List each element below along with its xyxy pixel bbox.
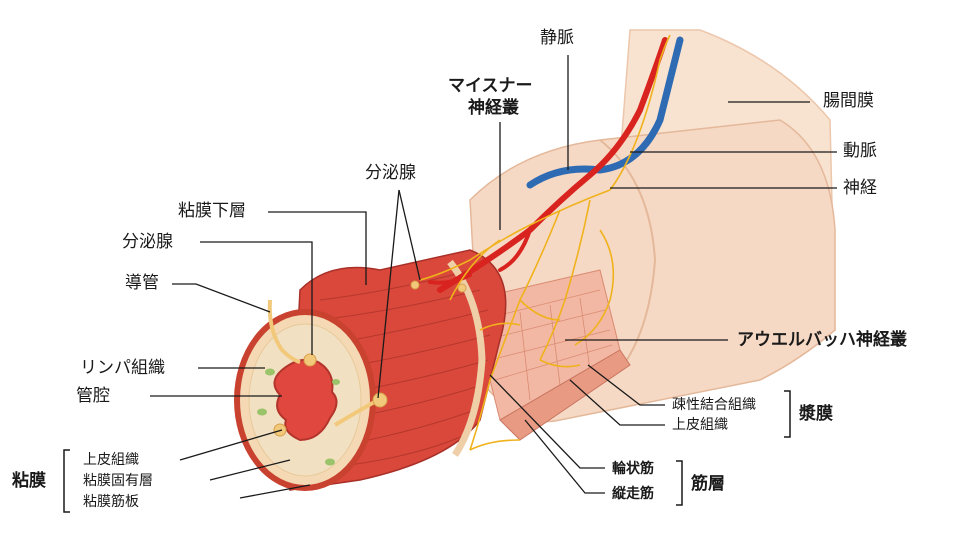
artery-vessel bbox=[437, 37, 668, 293]
duct-shape bbox=[267, 299, 301, 364]
submucosa-label: 粘膜下層 bbox=[178, 201, 246, 221]
artery-label: 動脈 bbox=[843, 141, 877, 161]
circular-muscle-label: 輪状筋 bbox=[612, 461, 654, 477]
auerbach-plexus-label: アウエルバッハ神経叢 bbox=[737, 330, 907, 350]
serosa-label: 漿膜 bbox=[799, 404, 833, 424]
longitudinal-muscle-label: 縦走筋 bbox=[612, 486, 654, 502]
serosa-epithelium-label: 上皮組織 bbox=[672, 417, 728, 433]
leader-lines bbox=[150, 55, 837, 499]
artery-branch bbox=[428, 273, 472, 285]
meissner-plexus-label-1: マイスナー bbox=[448, 76, 533, 96]
artery-branch bbox=[498, 228, 532, 272]
brackets bbox=[63, 390, 791, 513]
nerve-network bbox=[419, 34, 671, 451]
meissner-plexus-label-2: 神経叢 bbox=[468, 98, 519, 118]
duct-label: 導管 bbox=[125, 273, 159, 293]
loose-connective-tissue-label: 疎性結合組織 bbox=[672, 397, 756, 413]
lymph-nodule bbox=[265, 368, 275, 376]
lymph-nodule bbox=[332, 379, 340, 385]
mesentery-label: 腸間膜 bbox=[823, 91, 874, 111]
nerve-label: 神経 bbox=[843, 178, 877, 198]
mucosa-epithelium-label: 上皮組織 bbox=[83, 452, 139, 468]
muscle-layer-label: 筋層 bbox=[691, 474, 725, 494]
lamina-propria-label: 粘膜固有層 bbox=[83, 473, 153, 489]
gland-shape bbox=[303, 353, 317, 367]
gland-top-label: 分泌腺 bbox=[365, 163, 416, 183]
lymph-tissue-label: リンパ組織 bbox=[80, 358, 165, 378]
gland-shape bbox=[410, 280, 420, 290]
vein-label: 静脈 bbox=[540, 28, 574, 48]
muscularis-mucosae-label: 粘膜筋板 bbox=[83, 494, 139, 510]
mucosa-label: 粘膜 bbox=[12, 471, 46, 491]
lymph-nodule bbox=[257, 408, 267, 416]
gland-shape bbox=[457, 283, 467, 293]
gland-shape bbox=[372, 392, 388, 408]
gland-left-label: 分泌腺 bbox=[122, 232, 173, 252]
lumen-shape bbox=[273, 358, 338, 442]
lymph-nodule bbox=[325, 458, 335, 466]
lumen-label: 管腔 bbox=[76, 386, 110, 406]
